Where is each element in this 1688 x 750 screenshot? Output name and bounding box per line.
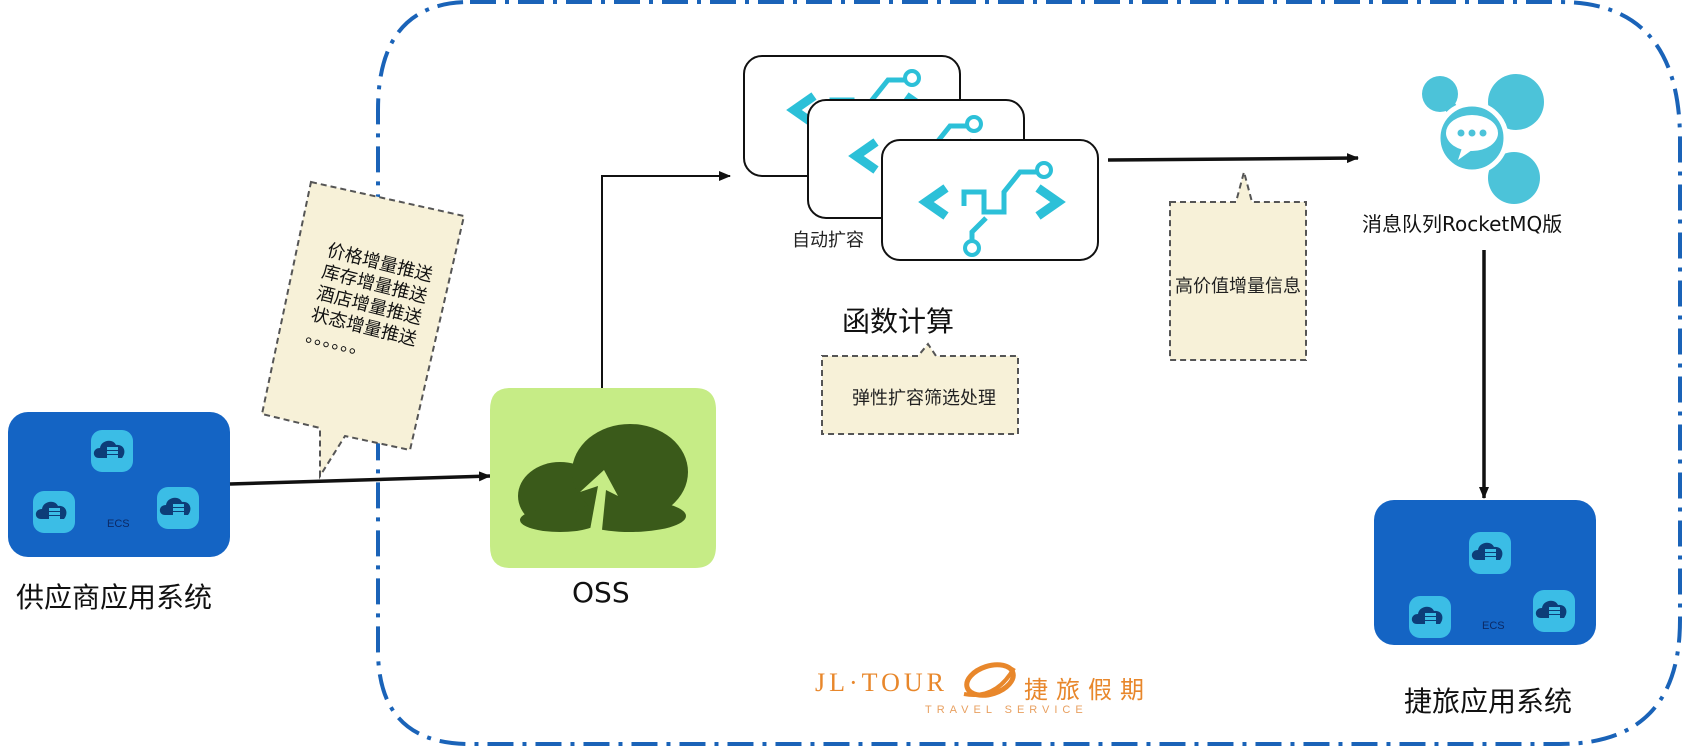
jltour-logo-mark (963, 662, 1016, 698)
callout-filter-bubble (821, 342, 1019, 435)
logo-subtitle: TRAVEL SERVICE (925, 704, 1088, 716)
supplier-ecs-tag: ECS (107, 518, 130, 530)
cloud-server-icon (157, 487, 199, 529)
function-compute-label: 函数计算 (842, 305, 955, 338)
jielv-ecs-panel (1374, 500, 1596, 645)
fc-card-front (881, 139, 1099, 261)
cloud-boundary (376, 0, 1682, 746)
arrow-fc-to-mq (1107, 153, 1359, 164)
cloud-server-icon (1469, 532, 1511, 574)
autoscale-label: 自动扩容 (792, 230, 864, 251)
arrow-supplier-to-oss (229, 471, 491, 486)
logo-chinese: 捷旅假期 (1024, 676, 1152, 704)
rocketmq-icon (1422, 74, 1544, 204)
callout-info-text: 高价值增量信息 (1175, 276, 1301, 297)
cloud-server-icon (33, 491, 75, 533)
cloud-server-icon (1533, 590, 1575, 632)
oss-label: OSS (572, 576, 630, 609)
callout-filter-text: 弹性扩容筛选处理 (852, 388, 996, 409)
supplier-ecs-panel (8, 412, 230, 557)
jielv-ecs-tag: ECS (1482, 620, 1505, 632)
rocketmq-label: 消息队列RocketMQ版 (1362, 212, 1563, 236)
supplier-system-label: 供应商应用系统 (16, 581, 213, 614)
arrow-oss-to-fc (601, 171, 731, 388)
logo-english: JL·TOUR (815, 668, 948, 697)
callout-push-bubble (260, 180, 466, 480)
cloud-server-icon (1409, 596, 1451, 638)
cloud-server-icon (91, 430, 133, 472)
oss-icon (490, 388, 716, 568)
callout-info-bubble (1169, 168, 1307, 361)
jielv-system-label: 捷旅应用系统 (1404, 685, 1573, 718)
